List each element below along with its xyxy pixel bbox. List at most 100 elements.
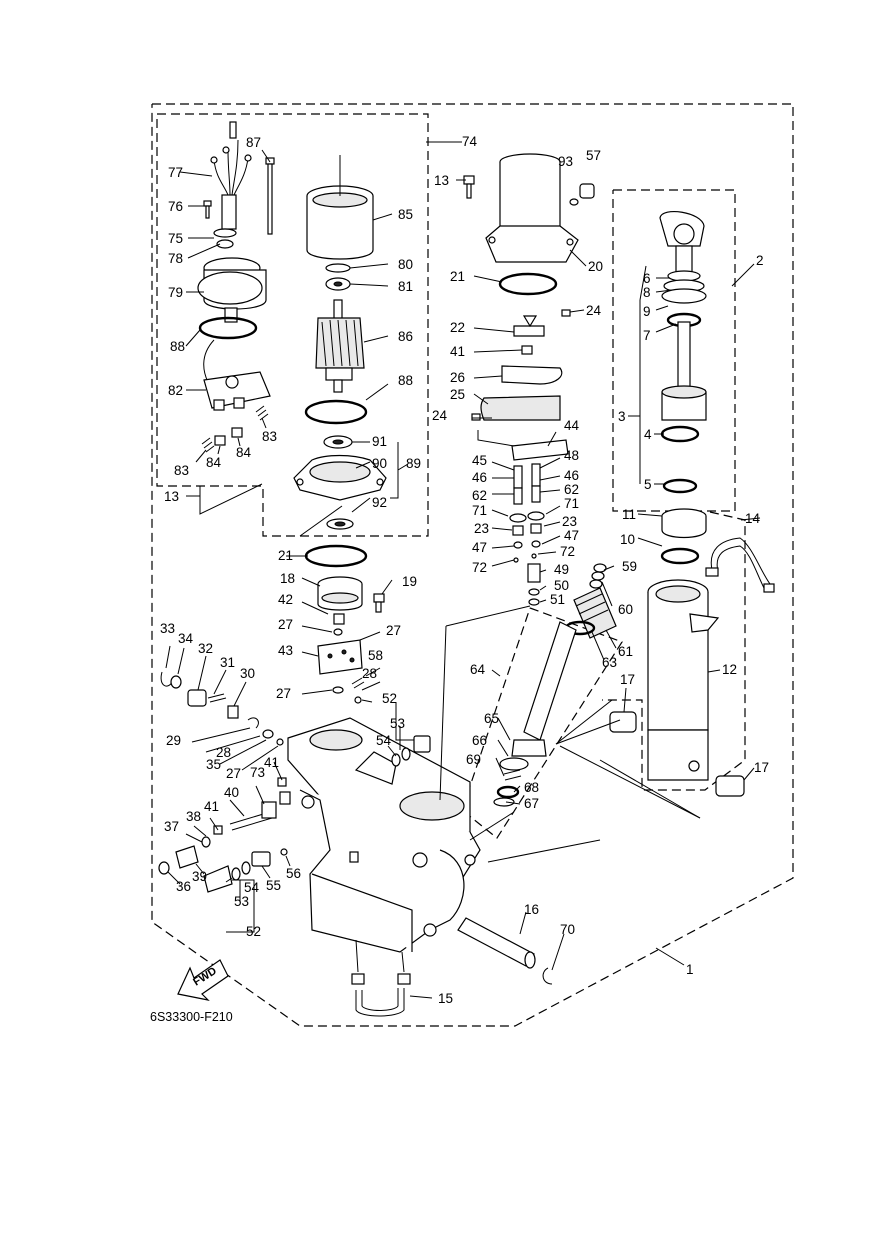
callout-91: 91 — [372, 434, 387, 449]
pump-housing — [287, 717, 481, 953]
callout-1: 1 — [686, 962, 694, 977]
callout-70: 70 — [560, 922, 575, 937]
callout-84b: 84 — [236, 445, 252, 460]
callout-71a: 71 — [472, 503, 487, 518]
callout-77: 77 — [168, 165, 183, 180]
callout-36: 36 — [176, 879, 191, 894]
callout-49: 49 — [554, 562, 569, 577]
callout-28b: 28 — [216, 745, 231, 760]
callout-68: 68 — [524, 780, 539, 795]
callout-65: 65 — [484, 711, 499, 726]
callout-79: 79 — [168, 285, 183, 300]
callout-52a: 52 — [382, 691, 397, 706]
valve-parts-left — [158, 671, 431, 893]
callout-27a: 27 — [278, 617, 293, 632]
callout-32: 32 — [198, 641, 213, 656]
callout-9: 9 — [643, 304, 651, 319]
callout-54b: 54 — [244, 880, 260, 895]
drawing-code: 6S33300-F210 — [150, 1010, 233, 1024]
callout-41b: 41 — [264, 755, 279, 770]
callout-14: 14 — [745, 511, 761, 526]
callout-8: 8 — [643, 285, 651, 300]
callout-75: 75 — [168, 231, 183, 246]
callout-56: 56 — [286, 866, 301, 881]
callout-89: 89 — [406, 456, 421, 471]
callout-88a: 88 — [170, 339, 185, 354]
callout-50: 50 — [554, 578, 569, 593]
callout-90: 90 — [372, 456, 387, 471]
callout-33: 33 — [160, 621, 175, 636]
callout-43: 43 — [278, 643, 293, 658]
callout-48: 48 — [564, 448, 579, 463]
callout-61: 61 — [618, 644, 633, 659]
callout-72b: 72 — [560, 544, 575, 559]
callout-47a: 47 — [472, 540, 487, 555]
callout-30: 30 — [240, 666, 255, 681]
callout-67: 67 — [524, 796, 539, 811]
callout-47b: 47 — [564, 528, 579, 543]
callout-13a: 13 — [434, 173, 449, 188]
callout-16: 16 — [524, 902, 539, 917]
motor-assembly — [197, 121, 387, 530]
callout-69: 69 — [466, 752, 481, 767]
callout-2: 2 — [756, 253, 764, 268]
callout-74: 74 — [462, 134, 478, 149]
callout-15: 15 — [438, 991, 453, 1006]
callout-46a: 46 — [472, 470, 487, 485]
callout-72a: 72 — [472, 560, 487, 575]
callout-44: 44 — [564, 418, 580, 433]
callout-64: 64 — [470, 662, 486, 677]
callout-41a: 41 — [450, 344, 465, 359]
callout-88b: 88 — [398, 373, 413, 388]
callout-45: 45 — [472, 453, 487, 468]
callout-63: 63 — [602, 655, 617, 670]
callout-6: 6 — [643, 271, 651, 286]
callout-53b: 53 — [234, 894, 249, 909]
callout-27c: 27 — [276, 686, 291, 701]
callout-39: 39 — [192, 869, 207, 884]
callout-labels: 1 2 3 4 5 6 7 8 9 10 11 12 13 13 14 15 1… — [160, 134, 769, 1006]
callout-24b: 24 — [432, 408, 448, 423]
callout-42: 42 — [278, 592, 293, 607]
callout-58: 58 — [368, 648, 383, 663]
callout-54a: 54 — [376, 733, 392, 748]
callout-53a: 53 — [390, 716, 405, 731]
callout-55: 55 — [266, 878, 281, 893]
callout-86: 86 — [398, 329, 413, 344]
callout-57: 57 — [586, 148, 601, 163]
callout-21b: 21 — [278, 548, 293, 563]
callout-17a: 17 — [620, 672, 635, 687]
callout-59: 59 — [622, 559, 637, 574]
callout-60: 60 — [618, 602, 633, 617]
callout-62a: 62 — [472, 488, 487, 503]
callout-7: 7 — [643, 328, 651, 343]
assembly-outline-trim — [461, 607, 623, 839]
callout-92: 92 — [372, 495, 387, 510]
callout-85: 85 — [398, 207, 413, 222]
callout-19: 19 — [402, 574, 417, 589]
callout-5: 5 — [644, 477, 652, 492]
tilt-cylinder — [609, 211, 775, 797]
fwd-arrow-icon: FWD — [177, 959, 229, 1001]
callout-40: 40 — [224, 785, 239, 800]
callout-10: 10 — [620, 532, 635, 547]
callout-82: 82 — [168, 383, 183, 398]
shaft-and-pipe — [351, 917, 553, 1017]
callout-66: 66 — [472, 733, 487, 748]
callout-27d: 27 — [226, 766, 241, 781]
callout-20: 20 — [588, 259, 603, 274]
callout-34: 34 — [178, 631, 194, 646]
leader-lines — [165, 141, 761, 999]
callout-76: 76 — [168, 199, 183, 214]
callout-71b: 71 — [564, 496, 579, 511]
callout-73: 73 — [250, 765, 265, 780]
callout-84a: 84 — [206, 455, 222, 470]
callout-3: 3 — [618, 409, 626, 424]
callout-4: 4 — [644, 427, 652, 442]
callout-52b: 52 — [246, 924, 261, 939]
callout-35: 35 — [206, 757, 221, 772]
callout-78: 78 — [168, 251, 183, 266]
callout-93: 93 — [558, 154, 573, 169]
callout-27b: 27 — [386, 623, 401, 638]
